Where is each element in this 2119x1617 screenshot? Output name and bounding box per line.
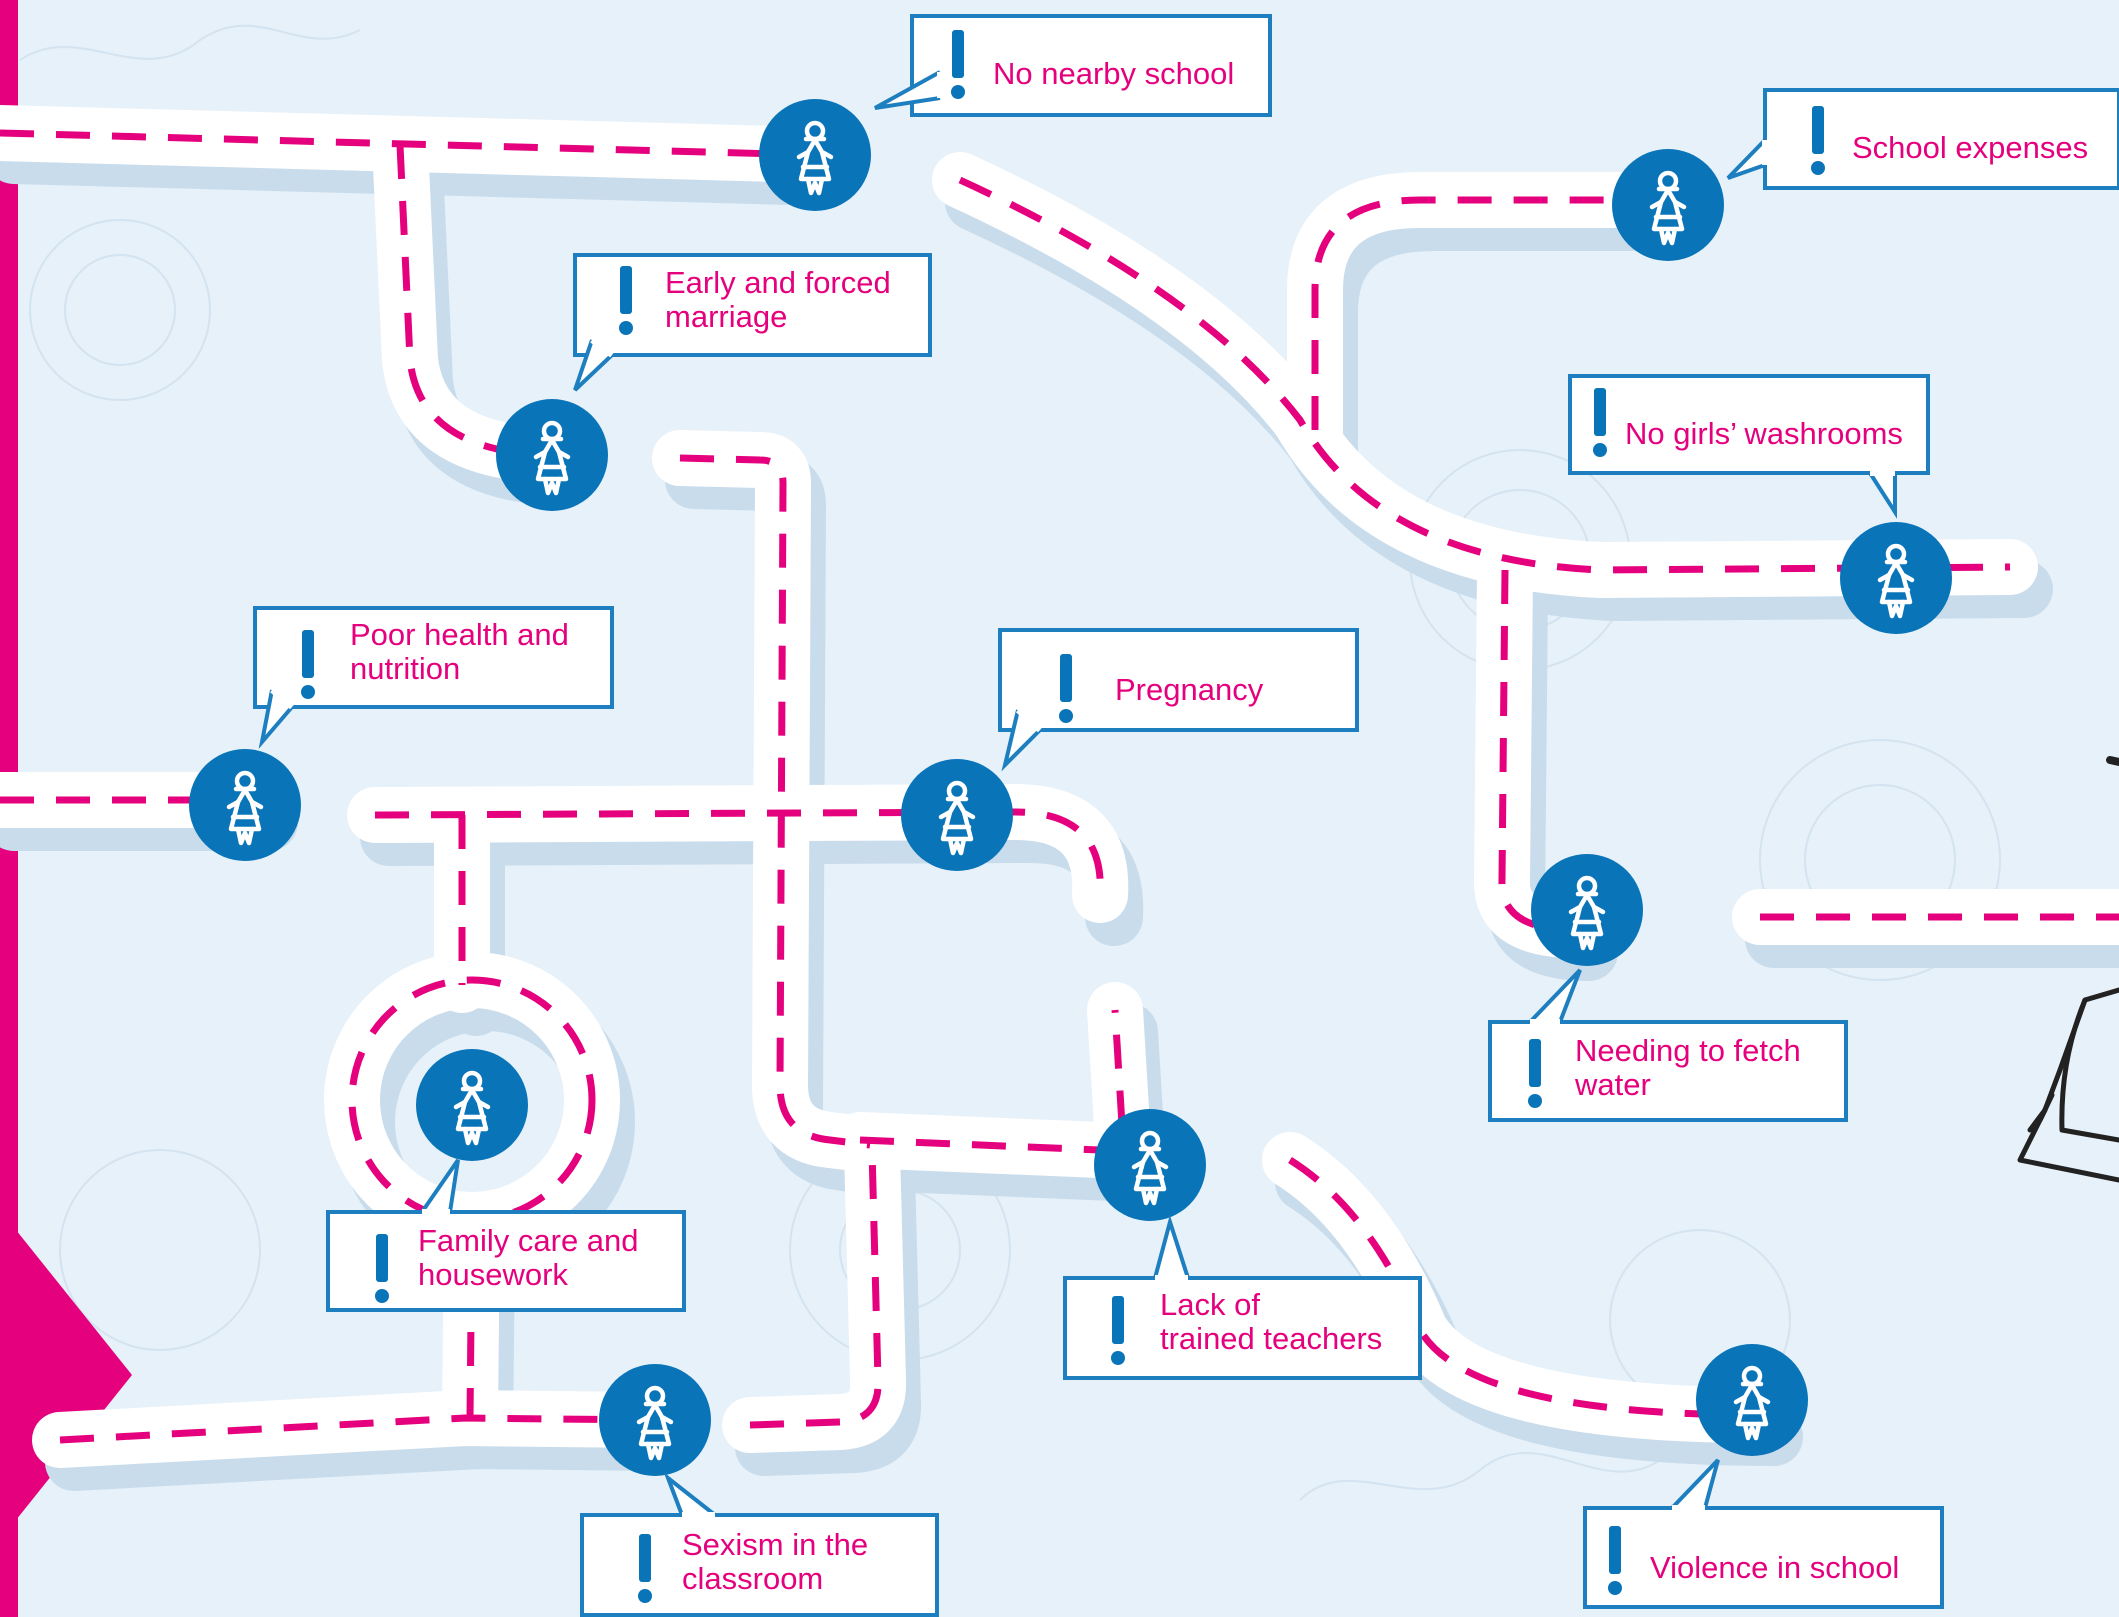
callout-label-line: Poor health and [350,617,569,652]
exclamation-icon [375,1234,389,1303]
girl-figure-icon [496,399,608,511]
girl-figure-icon [189,749,301,861]
exclamation-icon [1593,388,1607,457]
girl-marker-no-girls-washrooms [1840,522,1952,634]
left-arrow-shape [0,1210,132,1540]
callout-label-line: trained teachers [1160,1321,1382,1356]
exclamation-icon [638,1534,652,1603]
callout-label: Pregnancy [1115,672,1264,707]
girl-figure-icon [901,759,1013,871]
callout-box [1568,374,1930,475]
callout-box [1063,1276,1422,1380]
callout-pointer [874,70,941,110]
book-sketch-icon [2017,756,2119,1183]
girl-figure-icon [1531,854,1643,966]
callout-label-line: water [1574,1067,1651,1102]
callout-school-expenses: School expenses [1726,88,2119,190]
callout-label-line: Lack of [1160,1287,1260,1322]
callout-label-line: nutrition [350,651,460,686]
exclamation-icon [1811,106,1825,175]
exclamation-icon [1608,1526,1622,1595]
callout-violence-school: Violence in school [1583,1458,1944,1609]
callout-label-line: School expenses [1852,130,2088,165]
callout-label: Violence in school [1650,1550,1899,1585]
exclamation-icon [1111,1296,1125,1365]
girl-figure-icon [759,99,871,211]
callout-label-line: Pregnancy [1115,672,1264,707]
girl-marker-needing-fetch-water [1531,854,1643,966]
exclamation-icon [1059,654,1073,723]
callout-label-line: No nearby school [993,56,1234,91]
callout-box [1583,1506,1944,1609]
girl-marker-pregnancy [901,759,1013,871]
callout-label: School expenses [1852,130,2088,165]
callout-label: No girls’ washrooms [1625,416,1903,451]
girl-marker-poor-health-nutrition [189,749,301,861]
callout-label-line: marriage [665,299,787,334]
callout-label-line: No girls’ washrooms [1625,416,1903,451]
callout-pointer [420,1158,460,1214]
girl-marker-violence-school [1696,1344,1808,1456]
girl-figure-icon [416,1049,528,1161]
callout-label-line: Early and forced [665,265,891,300]
callout-pointer [1670,1458,1720,1510]
girl-figure-icon [1696,1344,1808,1456]
callout-label-line: classroom [682,1561,823,1596]
callout-label-line: Violence in school [1650,1550,1899,1585]
callout-label: No nearby school [993,56,1234,91]
callout-no-nearby-school: No nearby school [874,14,1272,117]
callout-box [998,628,1359,732]
callout-pointer [573,339,614,392]
exclamation-icon [1528,1039,1542,1108]
callout-label-line: Sexism in the [682,1527,868,1562]
callout-pointer [1153,1214,1190,1279]
exclamation-icon [951,30,965,99]
girl-figure-icon [1094,1109,1206,1221]
callout-pointer [663,1471,717,1517]
callout-pointer [1528,968,1582,1024]
girl-marker-school-expenses [1612,149,1724,261]
girl-marker-lack-trained-teachers [1094,1109,1206,1221]
callout-pointer [1868,471,1897,519]
dashed-path-lines [0,129,2119,1444]
callout-box [1488,1020,1848,1122]
girl-figure-icon [1840,522,1952,634]
girl-marker-early-forced-marriage [496,399,608,511]
girl-marker-family-care-housework [416,1049,528,1161]
girl-figure-icon [599,1364,711,1476]
callout-pointer [1726,138,1767,180]
callout-label-line: housework [418,1257,568,1292]
callout-label-line: Needing to fetch [1575,1033,1801,1068]
callout-label-line: Family care and [418,1223,639,1258]
callout-box [910,14,1272,117]
girl-marker-no-nearby-school [759,99,871,211]
callout-no-girls-washrooms: No girls’ washrooms [1568,374,1930,519]
exclamation-icon [619,266,633,335]
girl-marker-sexism-classroom [599,1364,711,1476]
callout-pregnancy: Pregnancy [998,628,1359,772]
callout-box [573,253,932,357]
girl-figure-icon [1612,149,1724,261]
exclamation-icon [301,630,315,699]
